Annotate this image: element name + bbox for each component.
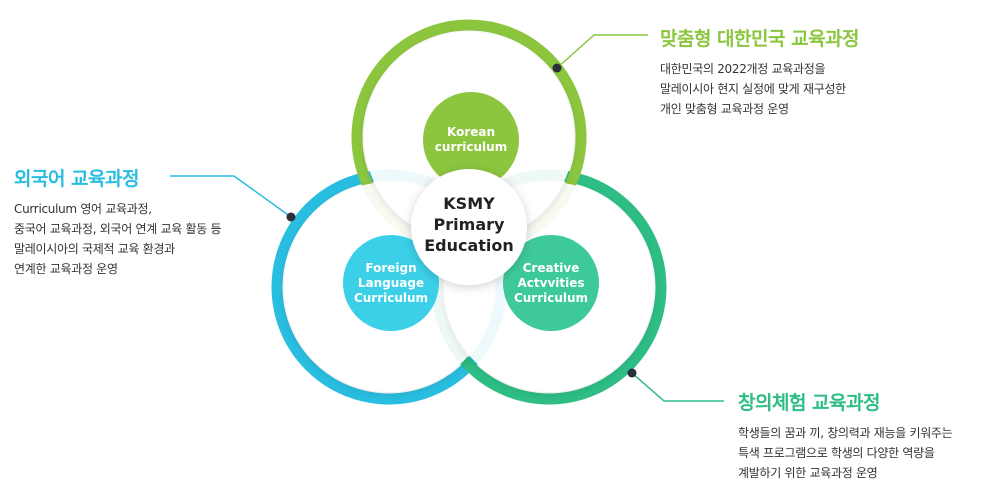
foreign-connector-dot [286,212,296,222]
center-line1: KSMY [443,194,495,213]
foreign-badge-line1: Foreign [365,261,417,275]
korean-desc-line: 개인 맞춤형 교육과정 운영 [660,102,789,116]
creative-desc-line: 학생들의 꿈과 끼, 창의력과 재능을 키워주는 [738,426,953,440]
creative-badge-label: Creative Actvvities Curriculum [503,261,599,306]
foreign-connector [170,175,292,218]
foreign-desc-line: 연계한 교육과정 운영 [14,262,118,276]
korean-section: 맞춤형 대한민국 교육과정 대한민국의 2022개정 교육과정을 말레이시아 현… [660,24,860,119]
korean-connector-dot [552,63,562,73]
korean-badge-line2: curriculum [434,140,508,154]
center-line3: Education [424,236,514,255]
creative-connector-dot [627,368,637,378]
korean-badge-label: Korean curriculum [423,125,519,155]
foreign-badge [343,235,439,331]
korean-badge-line1: Korean [446,125,496,139]
foreign-badge-line2: Language [357,276,425,290]
korean-section-description: 대한민국의 2022개정 교육과정을 말레이시아 현지 실정에 맞게 재구성한 … [660,59,859,119]
korean-desc-line: 말레이시아 현지 실정에 맞게 재구성한 [660,82,846,96]
foreign-badge-label: Foreign Language Curriculum [343,261,439,306]
center-disk [411,169,527,285]
foreign-desc-line: 말레이시아의 국제적 교육 환경과 [14,242,175,256]
foreign-badge-line3: Curriculum [353,291,429,305]
korean-desc-line: 대한민국의 2022개정 교육과정을 [660,62,826,76]
creative-section-description: 학생들의 꿈과 끼, 창의력과 재능을 키워주는 특색 프로그램으로 학생의 다… [738,423,953,483]
creative-badge-line2: Actvvities [517,276,585,290]
center-label: KSMY Primary Education [410,193,528,256]
foreign-section-description: Curriculum 영어 교육과정, 중국어 교육과정, 외국어 연계 교육 … [14,199,221,279]
creative-desc-line: 특색 프로그램으로 학생의 다양한 역량을 [738,446,935,460]
creative-section: 창의체험 교육과정 학생들의 꿈과 끼, 창의력과 재능을 키워주는 특색 프로… [738,388,953,483]
korean-badge [423,92,519,188]
foreign-section-title: 외국어 교육과정 [14,168,139,190]
creative-desc-line: 계발하기 위한 교육과정 운영 [738,466,878,480]
creative-badge-line1: Creative [522,261,580,275]
korean-section-title: 맞춤형 대한민국 교육과정 [660,28,860,50]
foreign-desc-line: 중국어 교육과정, 외국어 연계 교육 활동 등 [14,222,222,236]
korean-connector [556,34,648,69]
center-line2: Primary [433,215,505,234]
foreign-desc-line: Curriculum 영어 교육과정, [14,202,152,216]
creative-connector [631,372,724,402]
creative-badge [503,235,599,331]
creative-section-title: 창의체험 교육과정 [738,392,880,414]
creative-badge-line3: Curriculum [513,291,589,305]
foreign-section: 외국어 교육과정 Curriculum 영어 교육과정, 중국어 교육과정, 외… [14,164,221,279]
